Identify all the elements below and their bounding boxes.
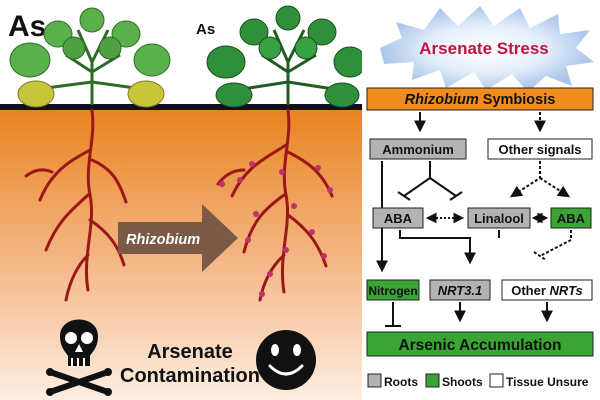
skull-icon <box>46 319 112 396</box>
symbiosis-label: Rhizobium Symbiosis <box>405 92 556 108</box>
aba-left-label: ABA <box>384 211 413 226</box>
aba-left-box <box>372 207 424 229</box>
linalool-label: Linalool <box>474 211 524 226</box>
ammonium-box <box>369 138 467 160</box>
other-signals-label: Other signals <box>498 142 581 157</box>
as-label-left: As <box>8 10 46 43</box>
right-plant-shoot <box>206 5 367 108</box>
legend-unsure-label: Tissue Unsure <box>506 375 589 389</box>
arsenic-accumulation-label: Arsenic Accumulation <box>398 337 561 354</box>
legend-roots-swatch <box>367 373 382 388</box>
legend-roots-label: Roots <box>384 375 418 389</box>
aba-right-box <box>550 207 592 229</box>
linalool-box <box>467 207 531 229</box>
nitrogen-box <box>366 279 420 301</box>
linalool-nrt-lines <box>399 230 500 265</box>
aba-right-label: ABA <box>557 211 586 226</box>
nitrogen-label: Nitrogen <box>368 284 417 298</box>
signals-dashed-lines <box>509 161 571 198</box>
legend: Roots Shoots Tissue Unsure <box>367 373 589 389</box>
arsenic-accumulation-box <box>366 331 594 357</box>
left-roots <box>24 108 128 302</box>
legend-unsure-swatch <box>489 373 504 388</box>
root-nodules <box>219 161 333 297</box>
legend-shoots-swatch <box>425 373 440 388</box>
smiley-icon <box>256 330 316 390</box>
diagram-title: Arsenate Stress <box>419 39 548 58</box>
caption-line2: Contamination <box>120 365 260 387</box>
other-nrts-box <box>501 279 593 301</box>
symbiosis-italic: Rhizobium <box>405 92 479 108</box>
other-nrts-italic: NRTs <box>550 283 583 298</box>
rhizobium-arrow-label: Rhizobium <box>126 232 200 248</box>
left-plant-shoot <box>9 7 171 108</box>
rhizobium-arrow: Rhizobium <box>118 204 238 272</box>
other-nrts-prefix: Other <box>511 283 549 298</box>
other-signals-box <box>487 138 593 160</box>
nrt31-label: NRT3.1 <box>438 283 483 298</box>
ground-line <box>0 104 362 110</box>
right-panel: Arsenate Stress Rhizobium Symbiosis Ammo… <box>362 0 600 400</box>
symbiosis-box <box>366 87 594 111</box>
legend-shoots-label: Shoots <box>442 375 483 389</box>
other-nrts-label: Other NRTs <box>511 283 583 298</box>
aba-right-inhibition <box>533 230 572 261</box>
left-panel: As As <box>0 5 367 400</box>
accumulation-lines <box>385 302 553 327</box>
ammonium-inhibition-lines <box>397 161 463 201</box>
title-burst: Arsenate Stress <box>380 6 594 92</box>
symbiosis-rest: Symbiosis <box>479 92 556 108</box>
nrt31-box <box>429 279 491 301</box>
caption-line1: Arsenate <box>147 341 233 363</box>
ammonium-label: Ammonium <box>382 142 454 157</box>
as-label-right: As <box>196 21 215 38</box>
